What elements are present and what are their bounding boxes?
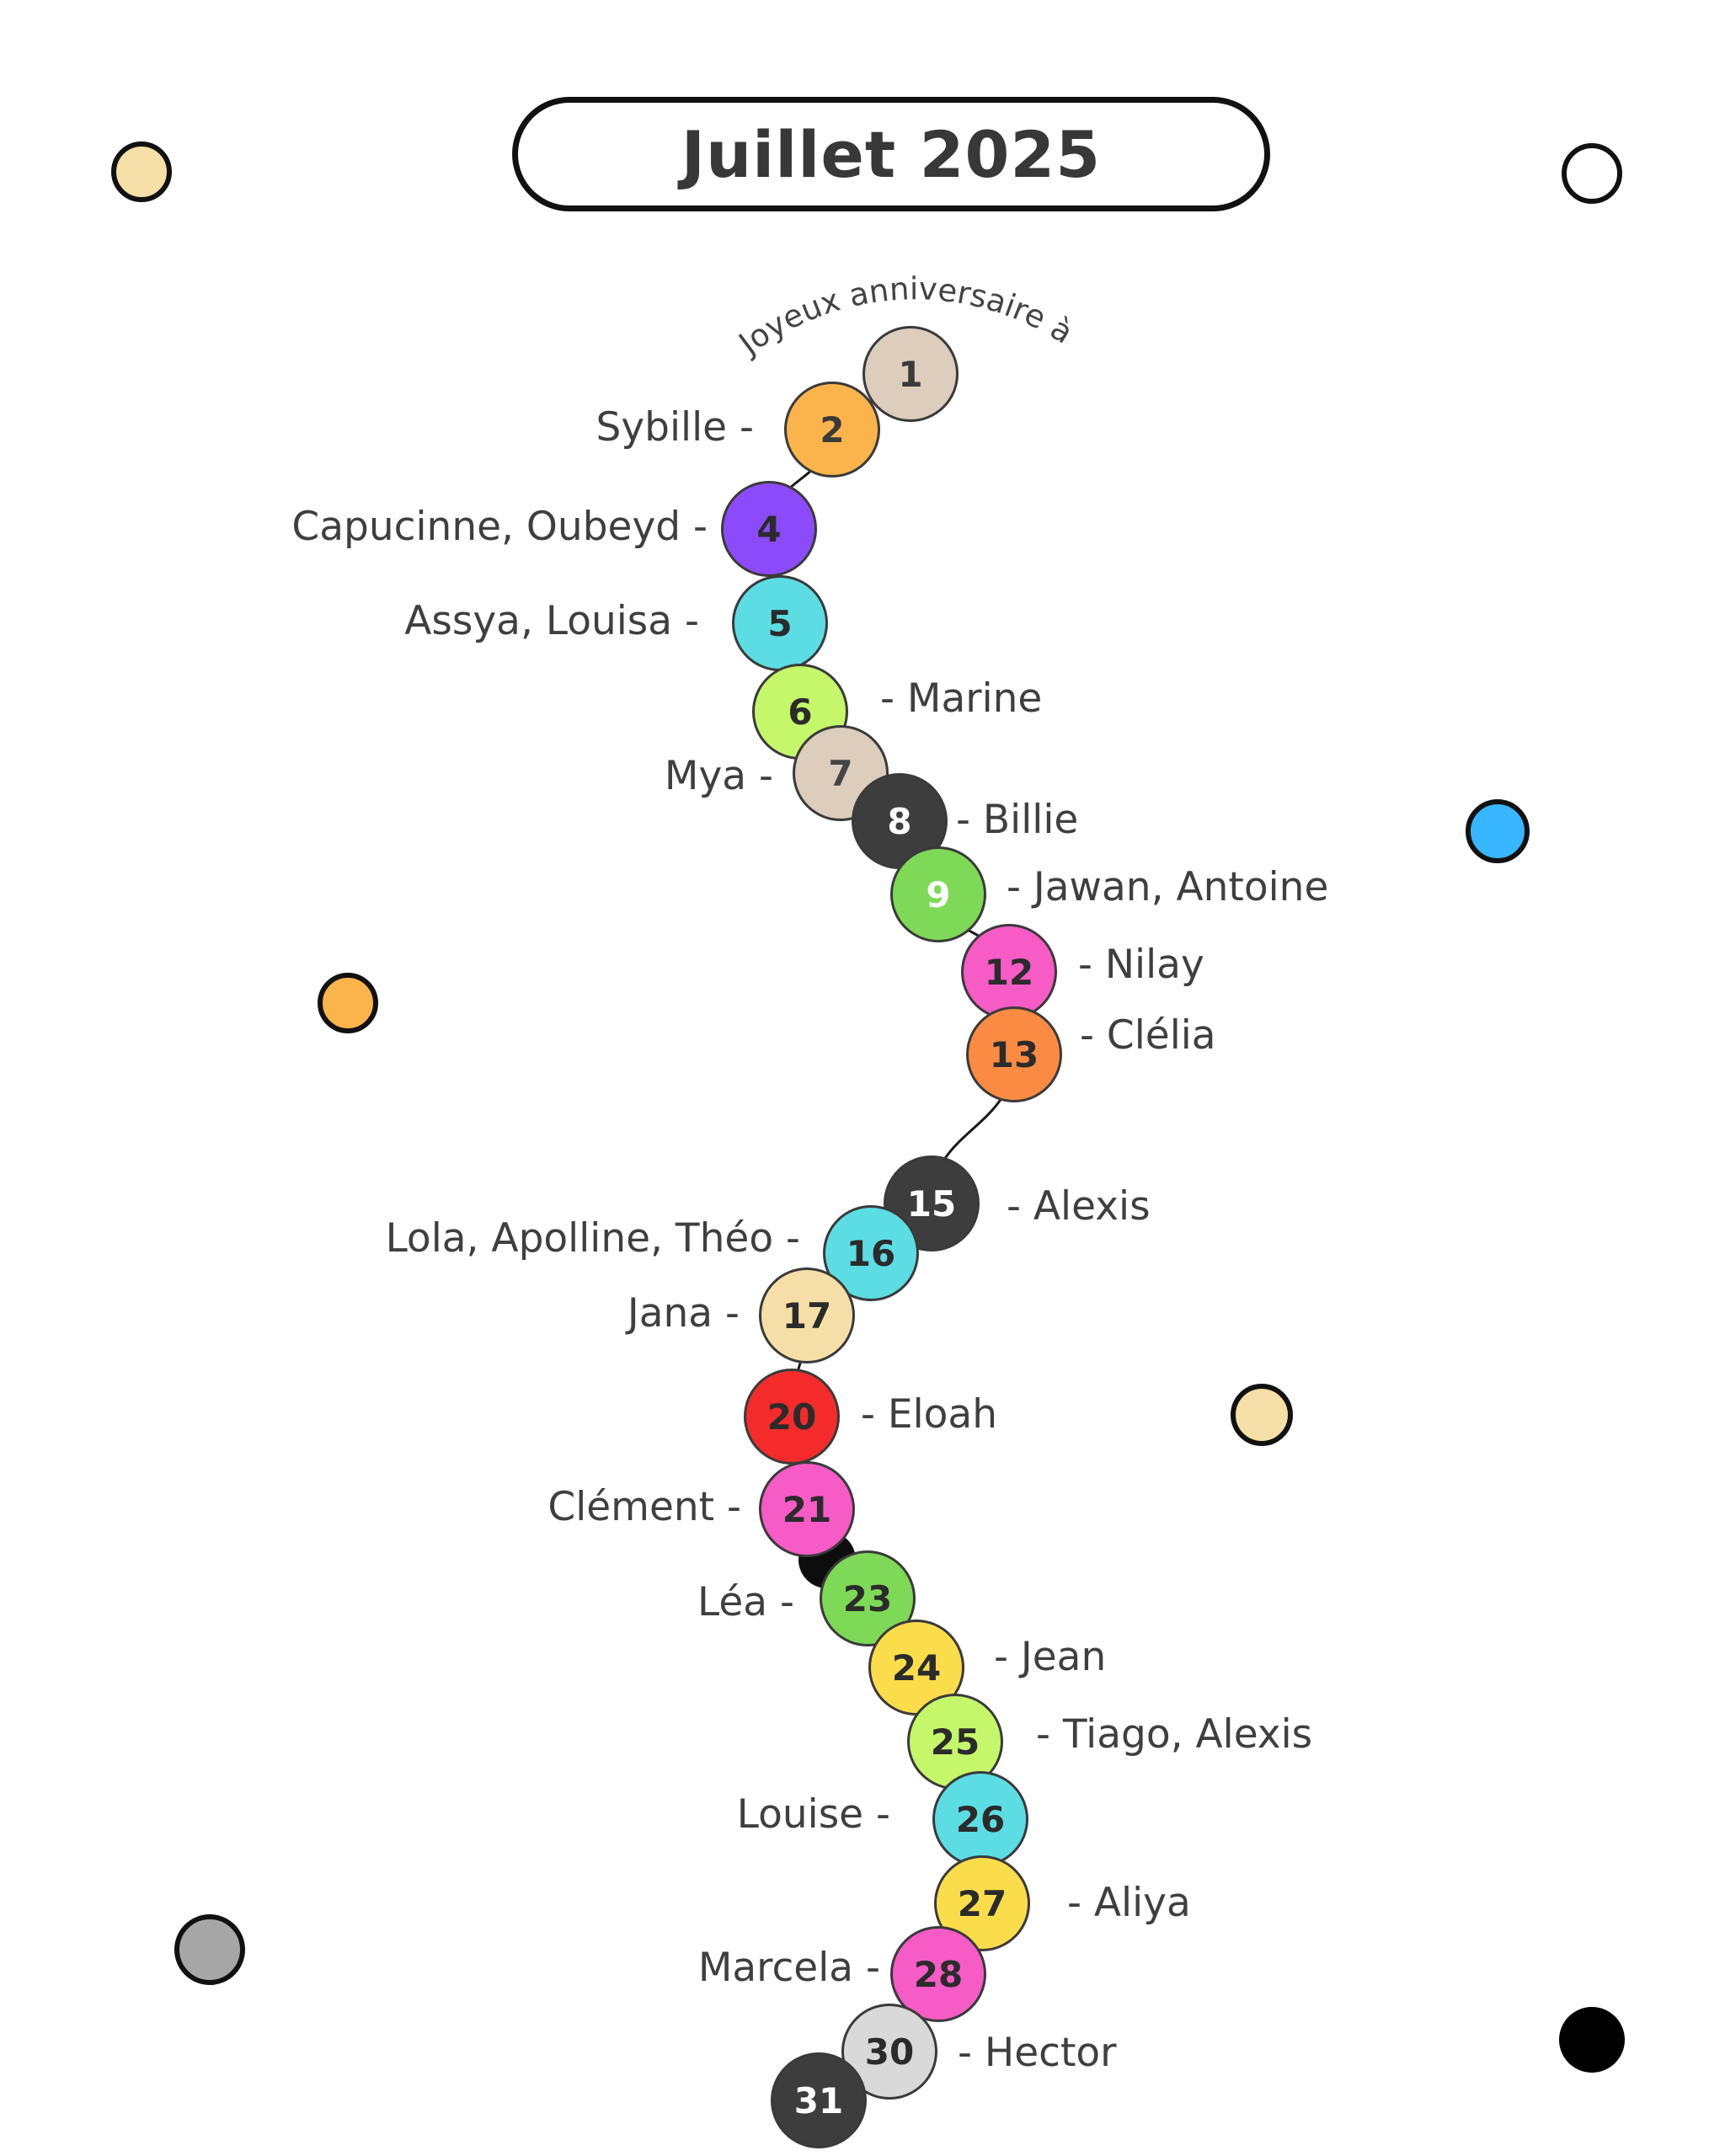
decorative-dot [1562, 143, 1622, 204]
name-label-9: - Jawan, Antoine [1007, 864, 1329, 910]
name-label-2: Sybille - [595, 404, 754, 451]
day-circle-2: 2 [784, 382, 880, 478]
name-label-24: - Jean [994, 1634, 1107, 1680]
day-circle-13: 13 [966, 1006, 1062, 1102]
name-label-12: - Nilay [1078, 942, 1204, 988]
name-label-17: Jana - [627, 1290, 740, 1337]
name-label-20: - Eloah [861, 1391, 997, 1438]
day-circle-31: 31 [771, 2052, 867, 2148]
decorative-dot [1559, 2007, 1625, 2073]
day-circle-5: 5 [732, 575, 828, 671]
day-circle-9: 9 [890, 846, 986, 942]
name-label-21: Clément - [547, 1484, 741, 1530]
title-banner: Juillet 2025 [512, 97, 1270, 211]
day-circle-30: 30 [841, 2004, 937, 2100]
name-label-5: Assya, Louisa - [404, 598, 699, 644]
name-label-6: - Marine [880, 675, 1043, 722]
day-circle-26: 26 [932, 1771, 1028, 1867]
name-label-23: Léa - [697, 1579, 794, 1625]
decorative-dot [1466, 799, 1530, 863]
decorative-dot [1231, 1384, 1293, 1446]
day-circle-12: 12 [961, 924, 1057, 1020]
name-label-25: - Tiago, Alexis [1036, 1711, 1313, 1758]
name-label-7: Mya - [664, 753, 773, 799]
day-circle-17: 17 [759, 1267, 855, 1364]
name-label-28: Marcela - [697, 1945, 880, 1991]
name-label-26: Louise - [736, 1791, 890, 1838]
decorative-dot [111, 141, 172, 202]
decorative-dot [174, 1914, 245, 1985]
page-title: Juillet 2025 [681, 116, 1102, 192]
name-label-27: - Aliya [1067, 1880, 1191, 1926]
name-label-4: Capucinne, Oubeyd - [291, 504, 708, 550]
name-label-30: - Hector [958, 2030, 1117, 2076]
day-circle-1: 1 [862, 326, 959, 422]
day-circle-21: 21 [759, 1461, 855, 1557]
name-label-8: - Billie [956, 797, 1079, 843]
day-circle-25: 25 [907, 1694, 1003, 1790]
day-circle-4: 4 [721, 481, 817, 577]
day-circle-15: 15 [884, 1155, 980, 1251]
name-label-15: - Alexis [1007, 1183, 1151, 1230]
name-label-16: Lola, Apolline, Théo - [385, 1215, 800, 1262]
name-label-13: - Clélia [1080, 1012, 1216, 1059]
decorative-dot [318, 973, 378, 1033]
day-circle-20: 20 [744, 1369, 840, 1465]
